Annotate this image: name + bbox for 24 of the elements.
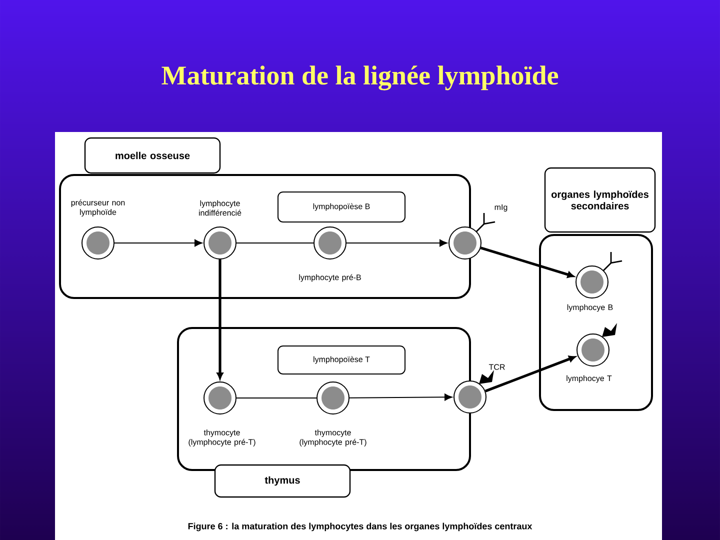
cell-label: précurseur non lymphoïde <box>71 199 125 217</box>
region-box <box>539 234 653 411</box>
arrow <box>480 246 574 278</box>
label-box: moelle osseuse <box>84 137 221 174</box>
label-box: organes lymphoïdes secondaires <box>544 167 656 233</box>
arrow <box>114 239 202 247</box>
cell-label: lymphocye T <box>566 375 612 383</box>
cell-label: lymphocyte pré-B <box>299 274 361 282</box>
process-box: lymphopoïèse T <box>278 346 406 374</box>
arrow <box>216 260 224 380</box>
arrow <box>346 239 448 247</box>
title: Maturation de la lignée lymphoïde <box>162 66 558 90</box>
cell-label: mIg <box>494 204 508 212</box>
cell-label: lymphocyte indifférencié <box>199 200 242 216</box>
label-box: thymus <box>214 464 351 498</box>
arrow <box>484 356 576 392</box>
cell-label: thymocyte (lymphocyte pré-T) <box>188 430 256 446</box>
process-box: lymphopoïèse B <box>278 192 406 222</box>
region-box <box>59 174 471 299</box>
cell-label: lymphocye B <box>567 304 613 312</box>
cell-label: TCR <box>488 364 505 370</box>
cell-label: thymocyte (lymphocyte pré-T) <box>300 430 366 446</box>
caption: Figure 6 : la maturation des lymphocytes dans les organes lymphoïdes centraux <box>188 522 532 532</box>
arrow <box>349 394 452 401</box>
